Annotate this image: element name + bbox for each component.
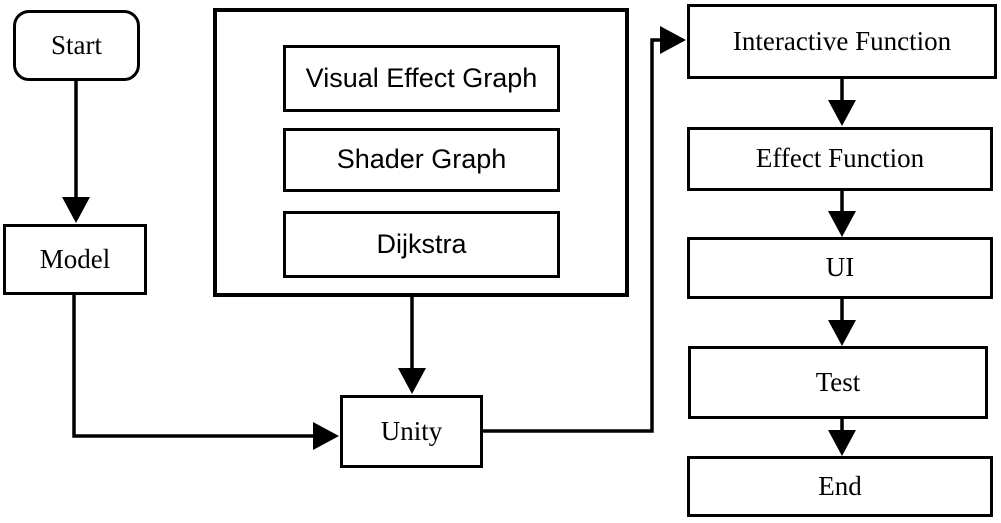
node-start: Start	[13, 10, 140, 81]
edge-toolgroup-unity	[398, 296, 426, 394]
node-unity: Unity	[340, 395, 483, 468]
node-dijkstra-label: Dijkstra	[376, 228, 467, 259]
node-start-label: Start	[51, 29, 102, 60]
node-effect-function-label: Effect Function	[755, 143, 925, 174]
edge-test-end	[828, 419, 856, 456]
node-shader-graph: Shader Graph	[283, 128, 560, 192]
node-effect-function: Effect Function	[687, 127, 993, 191]
node-model-label: Model	[39, 243, 111, 274]
node-end-label: End	[818, 470, 862, 501]
node-interactive-function-label: Interactive Function	[732, 25, 952, 56]
edge-effect-function-ui	[828, 191, 856, 237]
edge-start-model	[62, 80, 90, 223]
node-test-label: Test	[815, 366, 861, 397]
node-visual-effect-graph-label: Visual Effect Graph	[305, 62, 538, 93]
edge-interactive-function-effect-function	[828, 79, 856, 126]
node-interactive-function: Interactive Function	[687, 4, 997, 79]
node-visual-effect-graph: Visual Effect Graph	[283, 45, 560, 112]
edge-ui-test	[828, 299, 856, 346]
node-end: End	[687, 456, 993, 517]
edge-unity-interactive-function	[483, 26, 686, 433]
node-unity-label: Unity	[380, 415, 443, 446]
node-model: Model	[3, 224, 147, 295]
node-dijkstra: Dijkstra	[283, 211, 560, 278]
node-ui: UI	[687, 237, 993, 299]
edge-model-unity	[72, 294, 339, 450]
node-test: Test	[688, 346, 988, 419]
node-shader-graph-label: Shader Graph	[336, 144, 507, 175]
node-ui-label: UI	[825, 252, 855, 283]
